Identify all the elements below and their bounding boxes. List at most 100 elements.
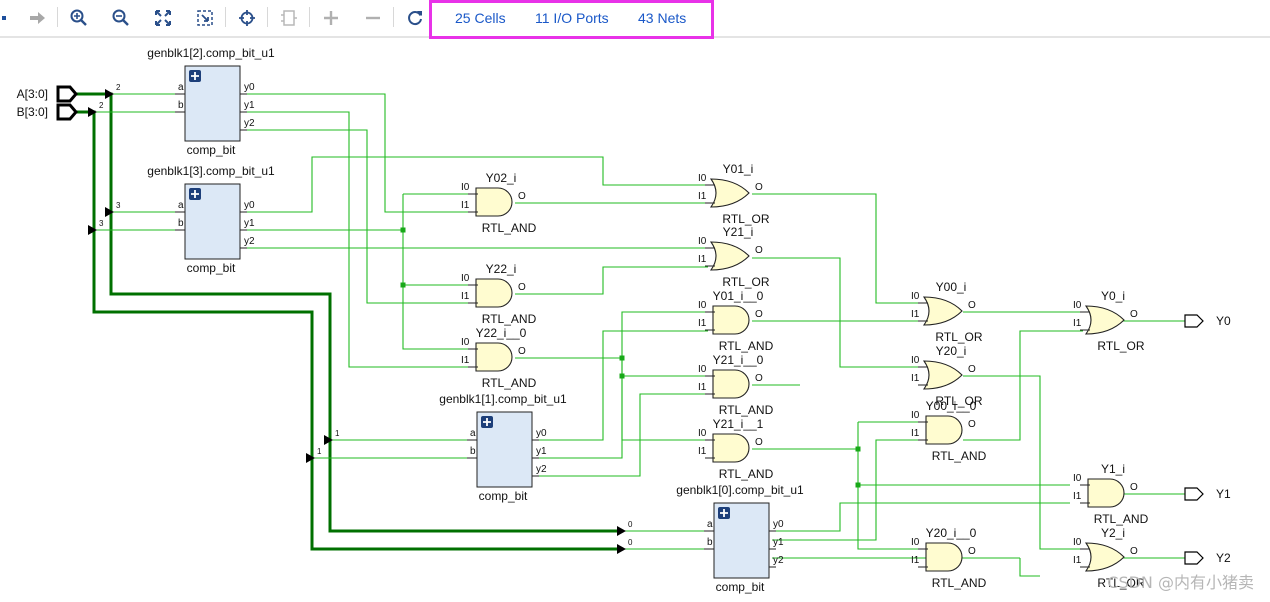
cell-pin-label: b [178,218,184,229]
zoom-fit-icon[interactable] [151,6,175,30]
input-port-B30[interactable]: B[3:0] [17,103,78,121]
gate-instance-label: Y22_i [486,262,517,276]
gate-pin-label: O [518,282,526,293]
refresh-icon[interactable] [403,6,427,30]
gate-instance-label: Y01_i [723,162,754,176]
gate-pin-label: I1 [698,446,707,457]
net[interactable] [772,439,920,541]
bus-ripper-arrow [105,89,114,99]
net[interactable] [530,330,708,441]
cell-type-label: comp_bit [187,143,236,157]
net[interactable] [245,156,708,213]
ungroup-icon[interactable] [277,6,301,30]
gate-pin-label: I0 [911,291,920,302]
net[interactable] [245,129,470,304]
io-ports-count-link[interactable]: 11 I/O Ports [535,10,609,26]
net[interactable] [530,393,708,477]
gate-pin-label: I1 [698,382,707,393]
gate-pin-label: I0 [698,300,707,311]
forward-icon[interactable] [25,6,49,30]
collapse-icon[interactable] [361,6,385,30]
cell-instance-label: genblk1[0].comp_bit_u1 [676,483,804,497]
cell-pin-label: a [178,200,184,211]
cell-pin-label: a [470,428,476,439]
cells-count-link[interactable]: 25 Cells [455,10,506,26]
toolbar-separator [267,7,268,27]
gate-instance-label: Y02_i [486,171,517,185]
gate-instance-label: Y0_i [1101,289,1125,303]
net[interactable] [402,194,470,350]
net[interactable] [772,502,1070,532]
bus-ripper-arrow [617,526,626,536]
autofit-selection-icon[interactable] [235,6,259,30]
net[interactable] [245,111,470,368]
back-icon[interactable] [0,6,10,30]
nets-count-link[interactable]: 43 Nets [638,10,687,26]
cell-type-label: comp_bit [479,489,528,503]
output-port-Y2[interactable]: Y2 [1184,551,1231,565]
bus-ripper-arrow [88,225,97,235]
gate-pin-label: O [968,546,976,557]
expand-icon[interactable] [319,6,343,30]
cell-pin-label: y2 [773,555,784,566]
net[interactable] [245,93,470,213]
gate-type-label: RTL_AND [719,467,774,481]
watermark-text: CSDN @内有小猪卖 [1107,573,1254,592]
net[interactable] [752,193,920,304]
toolbar-separator [309,7,310,27]
gate-type-label: RTL_OR [1097,339,1144,353]
gate-pin-label: O [968,364,976,375]
net[interactable] [621,358,708,441]
net[interactable] [515,266,708,295]
net[interactable] [857,422,920,550]
gate-pin-label: O [518,191,526,202]
bus-index-label: 1 [317,447,322,456]
output-port-Y0[interactable]: Y0 [1184,314,1231,328]
net-junction [400,227,406,233]
gate-instance-label: Y21_i__0 [713,353,764,367]
gate-pin-label: I1 [911,555,920,566]
gate-pin-label: I0 [461,182,470,193]
zoom-in-icon[interactable] [67,6,91,30]
zoom-area-icon[interactable] [193,6,217,30]
gate-type-label: RTL_AND [482,221,537,235]
input-port-label: A[3:0] [17,87,48,101]
gate-pin-label: I1 [698,191,707,202]
cell-pin-label: y0 [244,82,255,93]
gate-pin-label: I0 [698,364,707,375]
net[interactable] [530,311,708,459]
net[interactable] [752,257,920,368]
net[interactable] [963,330,1083,441]
net[interactable] [1019,558,1040,577]
net[interactable] [963,375,1083,550]
gate-instance-label: Y20_i [936,344,967,358]
gate-type-label: RTL_OR [722,212,769,226]
gate-pin-label: I0 [911,537,920,548]
zoom-out-icon[interactable] [109,6,133,30]
cell-instance-label: genblk1[3].comp_bit_u1 [147,164,275,178]
gate-pin-label: I1 [461,355,470,366]
cell-pin-label: y1 [244,218,255,229]
input-port-A30[interactable]: A[3:0] [17,85,78,103]
output-port-Y1[interactable]: Y1 [1184,487,1231,501]
